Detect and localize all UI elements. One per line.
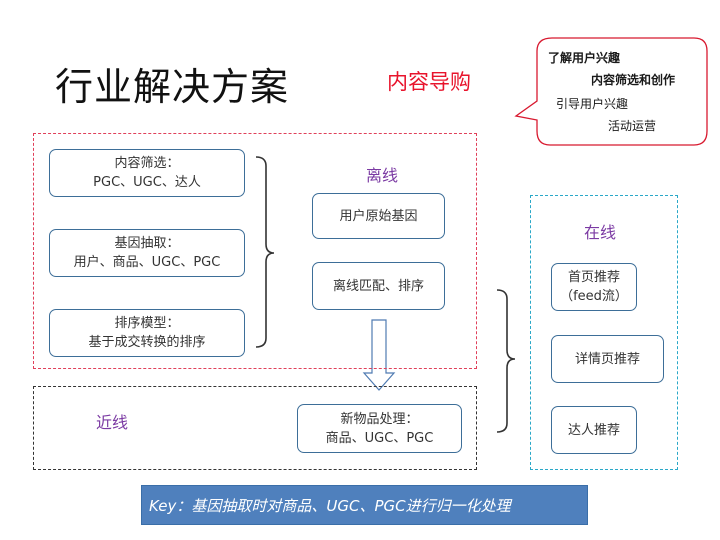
- offline-match-label: 离线匹配、排序: [332, 278, 424, 294]
- key-note: Key：基因抽取时对商品、UGC、PGC进行归一化处理: [141, 485, 588, 525]
- callout-line-1: 了解用户兴趣: [548, 51, 621, 65]
- down-arrow: [362, 319, 396, 391]
- callout-bubble-shape: [514, 37, 708, 146]
- page-title: 行业解决方案: [55, 65, 290, 109]
- content-filter-title: 内容筛选：: [114, 156, 180, 171]
- offline-region: [33, 133, 477, 369]
- ranking-model-detail: 基于成交转换的排序: [88, 335, 206, 350]
- gene-extraction-box: 基因抽取： 用户、商品、UGC、PGC: [49, 229, 245, 277]
- nearline-label: 近线: [96, 413, 129, 432]
- offline-brace: [255, 156, 275, 348]
- homepage-rec-detail: （feed流）: [560, 289, 628, 304]
- page-subtitle: 内容导购: [387, 70, 471, 94]
- new-item-title: 新物品处理：: [340, 411, 419, 427]
- online-label: 在线: [584, 223, 617, 242]
- ranking-model-title: 排序模型：: [114, 316, 180, 331]
- offline-label: 离线: [366, 166, 399, 185]
- homepage-rec-title: 首页推荐: [567, 270, 620, 285]
- influencer-rec-label: 达人推荐: [567, 422, 620, 438]
- new-item-detail: 商品、UGC、PGC: [325, 430, 434, 446]
- offline-match-box: 离线匹配、排序: [312, 262, 445, 310]
- content-filter-box: 内容筛选： PGC、UGC、达人: [49, 149, 245, 197]
- influencer-rec-box: 达人推荐: [551, 406, 637, 454]
- gene-extraction-detail: 用户、商品、UGC、PGC: [73, 255, 221, 270]
- nearline-region: [33, 386, 477, 470]
- detail-page-rec-box: 详情页推荐: [551, 335, 664, 383]
- new-item-box: 新物品处理： 商品、UGC、PGC: [297, 404, 462, 453]
- detail-page-rec-label: 详情页推荐: [574, 351, 640, 367]
- callout-line-3: 引导用户兴趣: [556, 97, 629, 111]
- callout-line-4: 活动运营: [608, 119, 657, 133]
- homepage-rec-box: 首页推荐 （feed流）: [551, 263, 637, 311]
- content-filter-detail: PGC、UGC、达人: [93, 175, 201, 190]
- online-region: [530, 195, 678, 470]
- gene-extraction-title: 基因抽取：: [114, 236, 180, 251]
- user-gene-box: 用户原始基因: [312, 193, 445, 239]
- user-gene-label: 用户原始基因: [339, 208, 418, 224]
- callout-line-2: 内容筛选和创作: [591, 73, 676, 87]
- online-brace: [496, 289, 516, 433]
- ranking-model-box: 排序模型： 基于成交转换的排序: [49, 309, 245, 357]
